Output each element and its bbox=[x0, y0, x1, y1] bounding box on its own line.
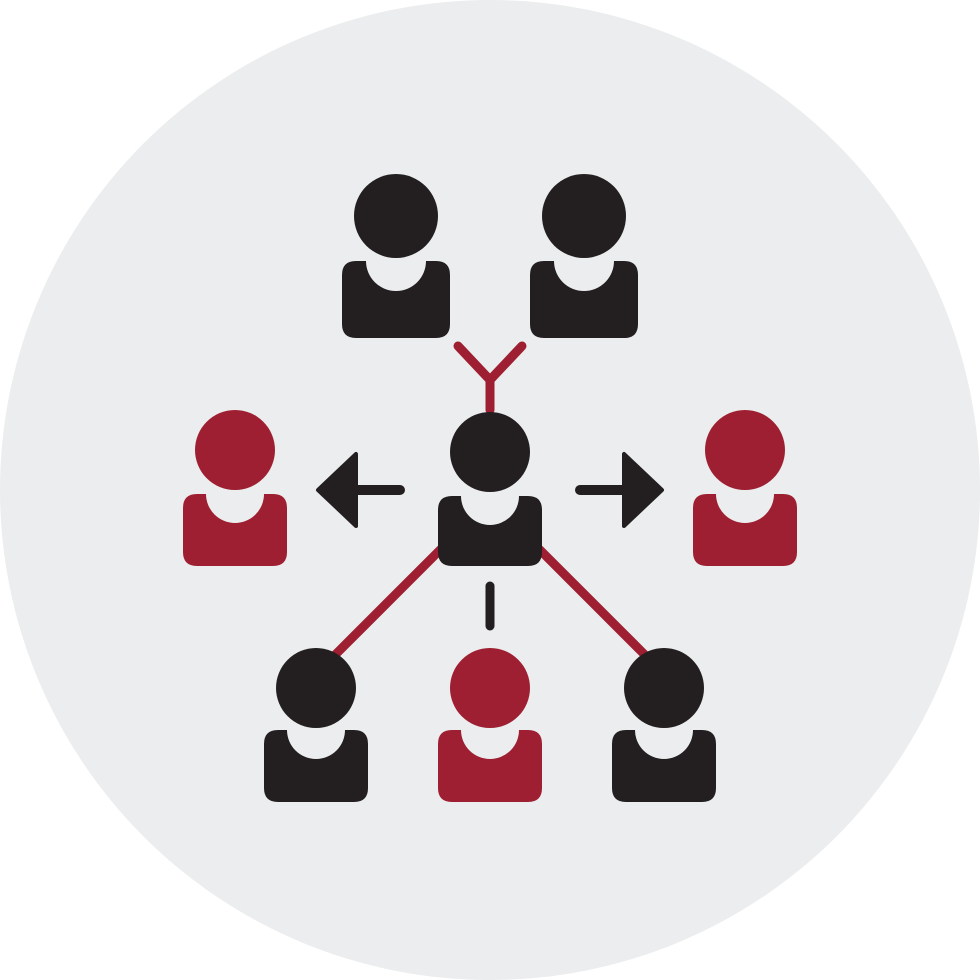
person-body bbox=[612, 730, 716, 802]
person-head bbox=[354, 174, 438, 258]
arrow-right-icon bbox=[575, 452, 664, 528]
arrow-left-head bbox=[316, 452, 358, 528]
person-head bbox=[542, 174, 626, 258]
person-body bbox=[693, 494, 797, 566]
person-bottom-center-icon bbox=[438, 648, 542, 802]
fork-connector bbox=[453, 341, 527, 415]
person-head bbox=[450, 412, 530, 492]
person-body bbox=[438, 496, 542, 566]
person-body bbox=[264, 730, 368, 802]
people-layer bbox=[183, 174, 797, 802]
person-head bbox=[705, 410, 785, 490]
person-top-left-icon bbox=[342, 174, 450, 338]
person-head bbox=[195, 410, 275, 490]
person-body bbox=[342, 261, 450, 338]
arrow-right-head bbox=[622, 452, 664, 528]
person-body bbox=[438, 730, 542, 802]
person-top-right-icon bbox=[530, 174, 638, 338]
person-left-icon bbox=[183, 410, 287, 566]
connector-bottom-left bbox=[330, 543, 447, 660]
person-center-icon bbox=[438, 412, 542, 566]
connector-lines bbox=[330, 543, 650, 660]
person-head bbox=[276, 648, 356, 728]
arrow-left-icon bbox=[316, 452, 405, 528]
person-head bbox=[450, 648, 530, 728]
person-bottom-right-icon bbox=[612, 648, 716, 802]
person-body bbox=[530, 261, 638, 338]
person-right-icon bbox=[693, 410, 797, 566]
person-head bbox=[624, 648, 704, 728]
connector-bottom-right bbox=[533, 543, 650, 660]
person-bottom-left-icon bbox=[264, 648, 368, 802]
person-body bbox=[183, 494, 287, 566]
